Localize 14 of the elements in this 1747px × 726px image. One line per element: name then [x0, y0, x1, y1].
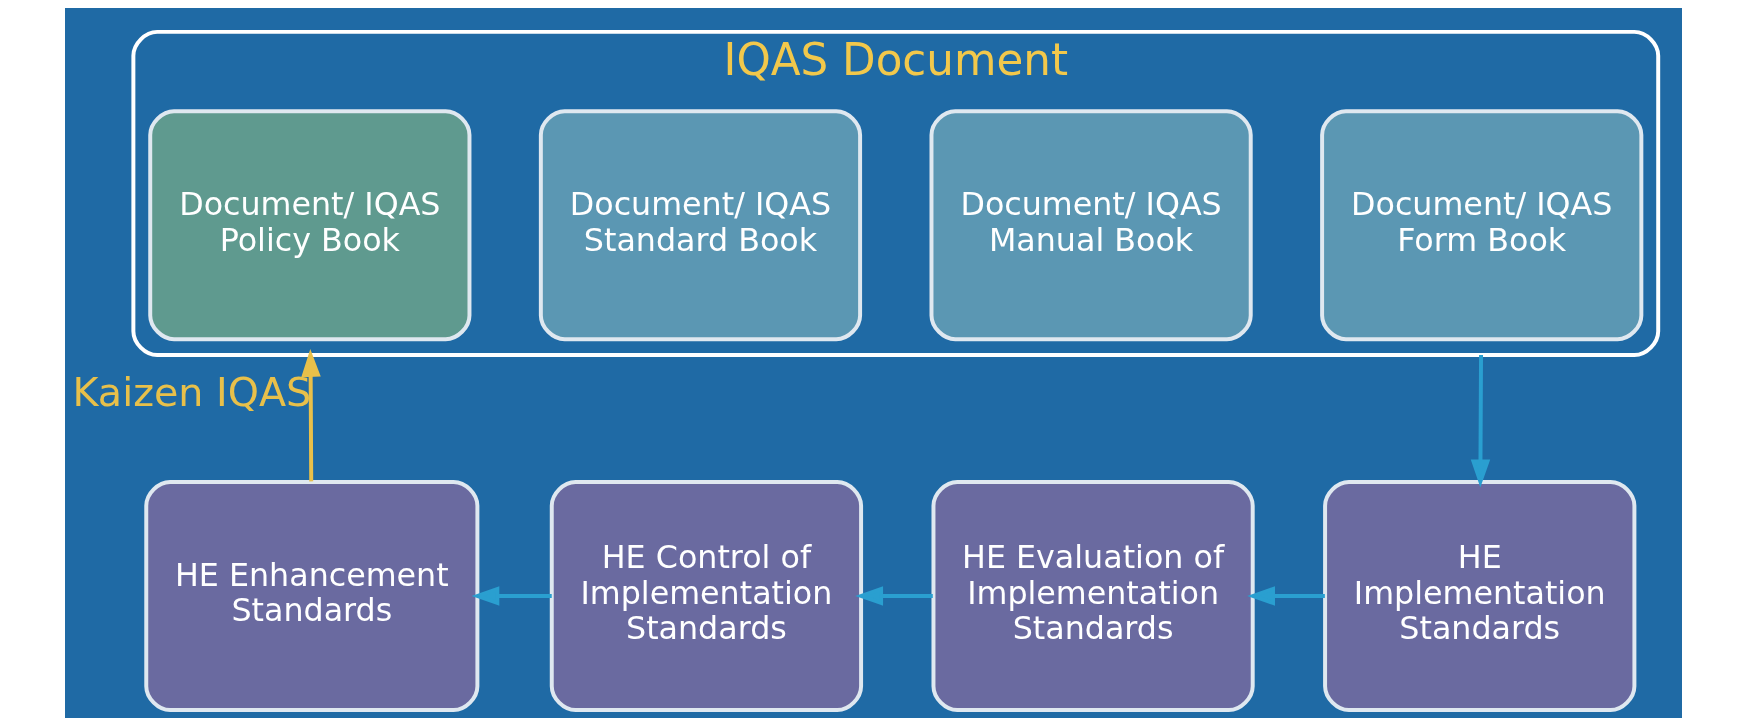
node-box: HE Control of Implementation Standards [549, 480, 864, 712]
node-box: HE Implementation Standards [1323, 480, 1637, 712]
node-box: HE Enhancement Standards [144, 480, 480, 712]
node-box: Document/ IQAS Manual Book [929, 109, 1253, 342]
arrow [471, 586, 552, 606]
arrow [1470, 355, 1491, 488]
node-box: Document/ IQAS Policy Book [148, 109, 472, 342]
node-box: Document/ IQAS Form Book [1320, 109, 1644, 342]
arrow [1247, 586, 1325, 606]
node-box: HE Evaluation of Implementation Standards [931, 480, 1255, 712]
edge-label: Kaizen IQAS [72, 368, 312, 415]
node-box: Document/ IQAS Standard Book [538, 109, 863, 342]
arrow [855, 586, 933, 606]
arrow [301, 349, 321, 482]
